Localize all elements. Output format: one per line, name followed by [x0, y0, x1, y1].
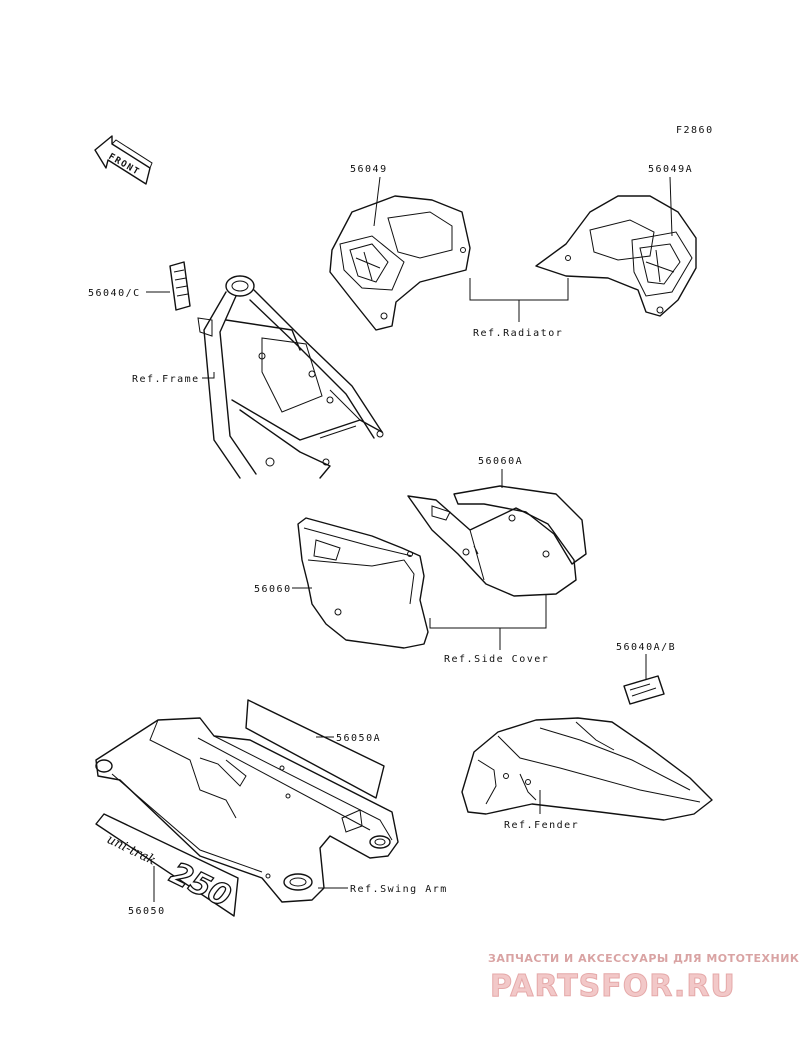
label-56060a: 56060A	[478, 456, 523, 467]
side-cover-left	[297, 517, 429, 649]
uni-trak-text: uni-trak	[104, 832, 158, 868]
front-label: FRONT	[107, 152, 142, 178]
ref-fender-label: Ref.Fender	[504, 820, 579, 831]
rear-fender	[461, 717, 713, 821]
label-56060: 56060	[254, 584, 292, 595]
label-56040ab: 56040A/B	[616, 642, 676, 653]
frame-decal-56040c	[169, 261, 191, 311]
motorcycle-frame	[197, 275, 384, 479]
label-decal-56040ab	[623, 675, 665, 705]
radiator-shroud-right	[535, 195, 697, 317]
label-56049A: 56049A	[648, 164, 693, 175]
swing-arm	[95, 717, 399, 903]
label-56049: 56049	[350, 164, 388, 175]
watermark-tagline: ЗАПЧАСТИ И АКСЕССУАРЫ ДЛЯ МОТОТЕХНИКИ	[488, 952, 800, 965]
label-56050a: 56050A	[336, 733, 381, 744]
uni-trak-250-decal: uni-trak 250	[95, 813, 239, 917]
ref-frame-label: Ref.Frame	[132, 374, 200, 385]
ref-swing-arm-label: Ref.Swing Arm	[350, 884, 448, 895]
ref-radiator-label: Ref.Radiator	[473, 328, 563, 339]
side-cover-right	[407, 485, 587, 597]
front-arrow-icon: FRONT	[94, 135, 153, 185]
swing-arm-decal-56050a	[245, 699, 385, 799]
ref-side-cover-label: Ref.Side Cover	[444, 654, 549, 665]
figure-code: F2860	[676, 125, 714, 136]
radiator-shroud-left	[329, 195, 471, 331]
watermark-logo: PARTSFOR.RU	[490, 969, 736, 1004]
label-56040c: 56040/C	[88, 288, 141, 299]
label-56050: 56050	[128, 906, 166, 917]
